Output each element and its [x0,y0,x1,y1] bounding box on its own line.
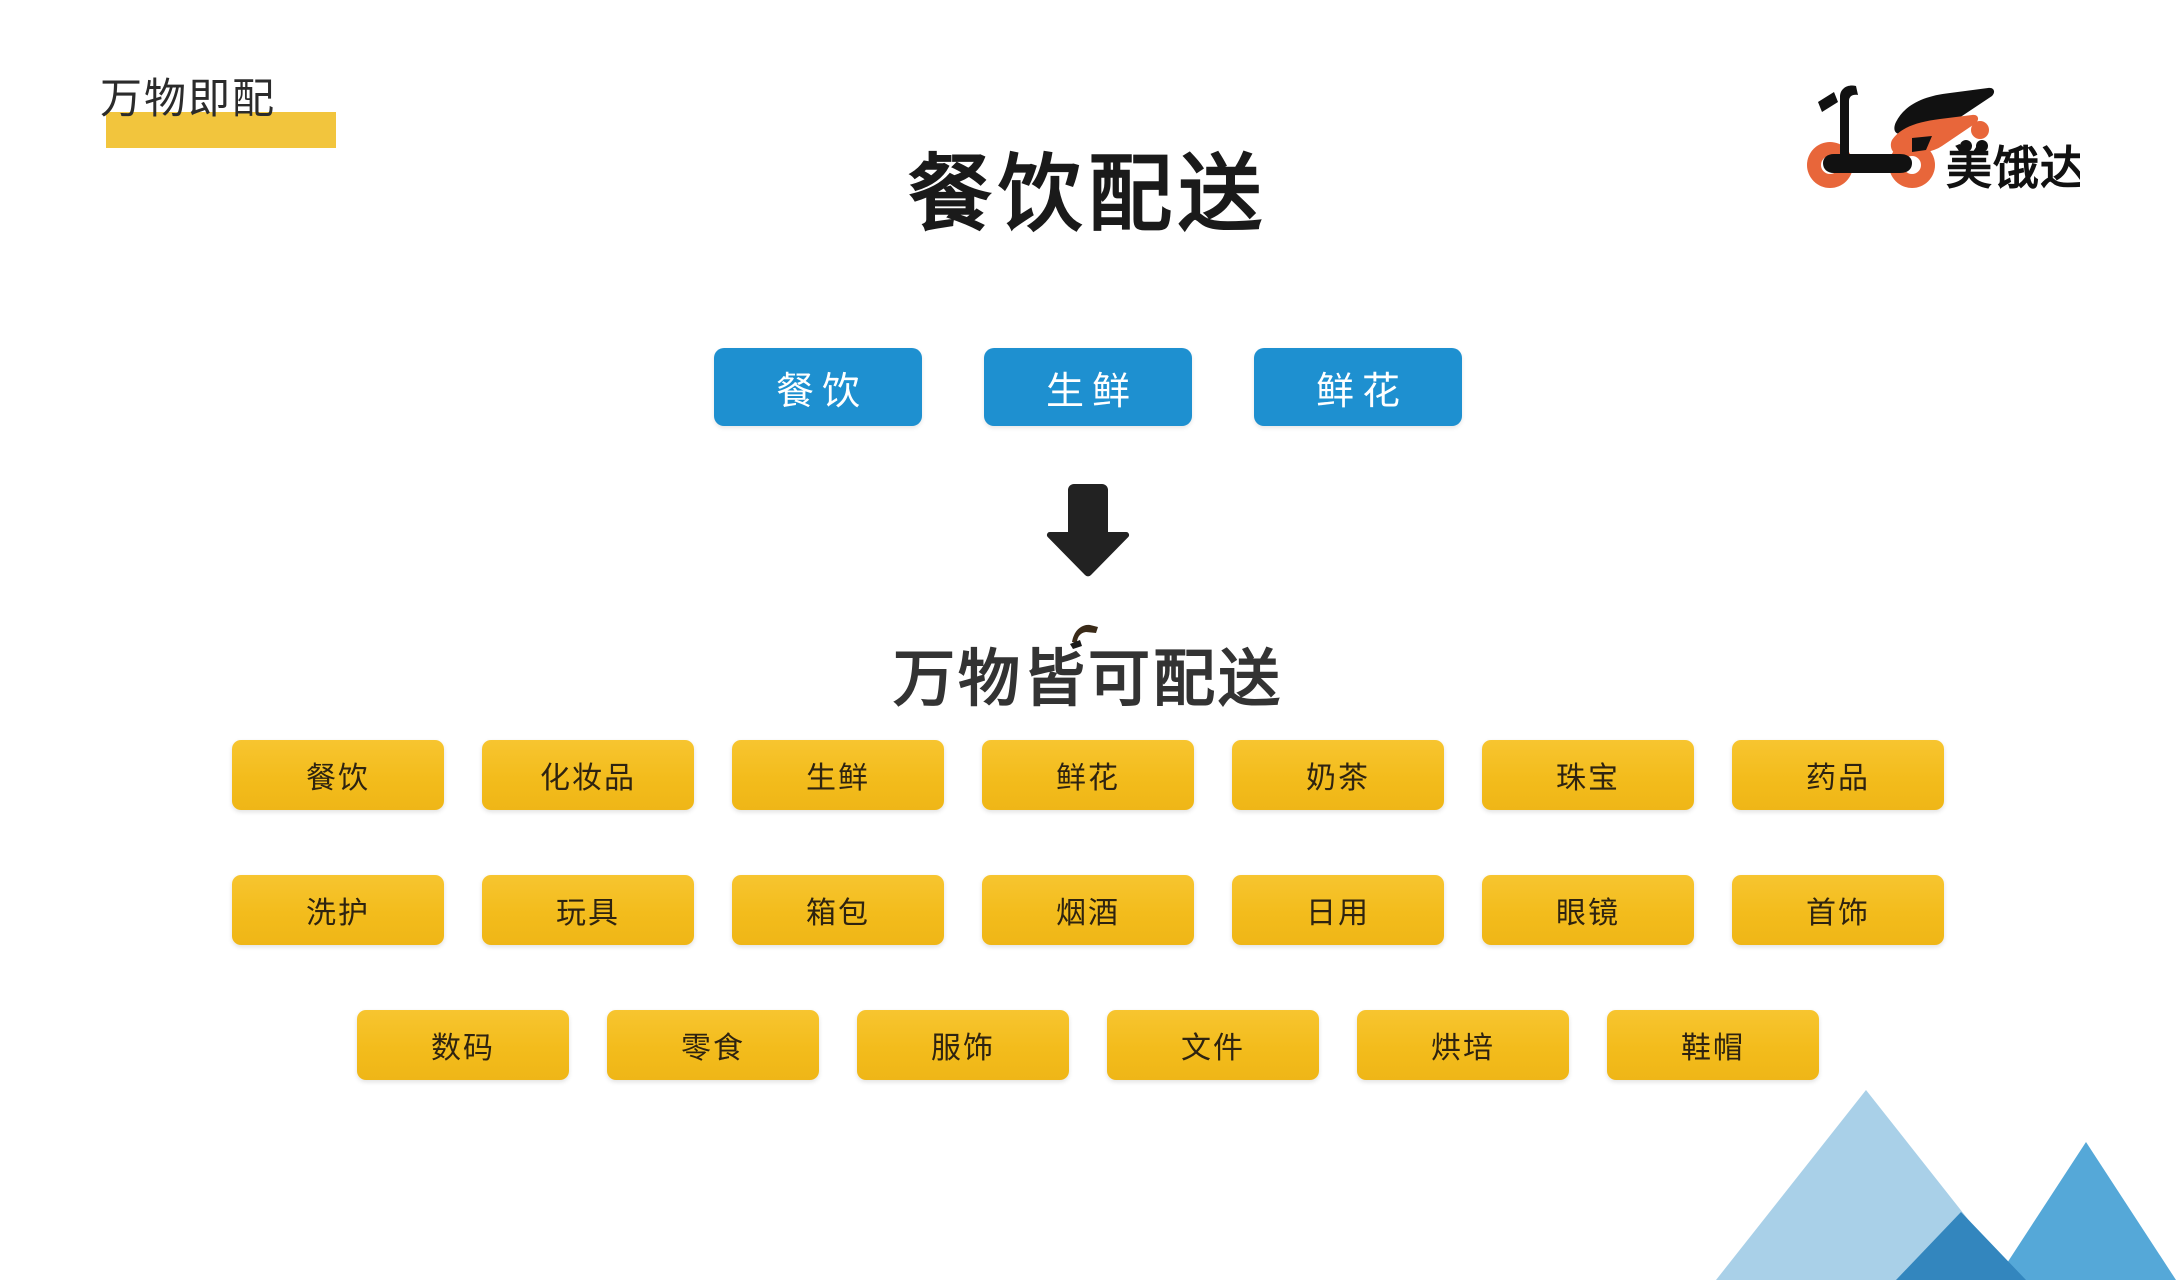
tag-r2-c6[interactable]: 眼镜 [1482,875,1694,945]
chip-primary-2[interactable]: 鲜花 [1254,348,1462,426]
tag-r1-c5[interactable]: 奶茶 [1232,740,1444,810]
tag-row-2: 洗护 玩具 箱包 烟酒 日用 眼镜 首饰 [0,875,2176,945]
tag-r3-c6[interactable]: 鞋帽 [1607,1010,1819,1080]
mountains-icon [1716,1090,2176,1280]
chip-primary-1[interactable]: 生鲜 [984,348,1192,426]
tag-r3-c5[interactable]: 烘培 [1357,1010,1569,1080]
tag-r2-c3[interactable]: 箱包 [732,875,944,945]
tag-r2-c1[interactable]: 洗护 [232,875,444,945]
tag-r3-c2[interactable]: 零食 [607,1010,819,1080]
tag-r3-c3[interactable]: 服饰 [857,1010,1069,1080]
chip-primary-0[interactable]: 餐饮 [714,348,922,426]
brand-logo: 美饿达 [1800,62,2080,192]
kicker-highlight-bar [106,112,336,148]
category-tag-grid: 餐饮 化妆品 生鲜 鲜花 奶茶 珠宝 药品 洗护 玩具 箱包 烟酒 日用 眼镜 … [0,740,2176,1080]
decorative-mountains [1716,1090,2176,1280]
tag-row-1: 餐饮 化妆品 生鲜 鲜花 奶茶 珠宝 药品 [0,740,2176,810]
arrow-down-icon [1046,484,1130,577]
tag-r2-c4[interactable]: 烟酒 [982,875,1194,945]
tag-r1-c6[interactable]: 珠宝 [1482,740,1694,810]
svg-text:美饿达: 美饿达 [1946,142,2080,192]
flow-arrow [0,480,2176,580]
tag-row-3: 数码 零食 服饰 文件 烘培 鞋帽 [0,1010,2176,1080]
tag-r2-c5[interactable]: 日用 [1232,875,1444,945]
tag-r2-c2[interactable]: 玩具 [482,875,694,945]
tag-r1-c7[interactable]: 药品 [1732,740,1944,810]
scooter-icon: 美饿达 [1807,85,2080,192]
tag-r2-c7[interactable]: 首饰 [1732,875,1944,945]
tag-r1-c4[interactable]: 鲜花 [982,740,1194,810]
kicker: 万物即配 [100,75,336,148]
tag-r3-c4[interactable]: 文件 [1107,1010,1319,1080]
tag-r1-c2[interactable]: 化妆品 [482,740,694,810]
primary-chip-row: 餐饮 生鲜 鲜花 [0,348,2176,426]
page-title: 餐饮配送 [907,147,1268,241]
tag-r3-c1[interactable]: 数码 [357,1010,569,1080]
tag-r1-c3[interactable]: 生鲜 [732,740,944,810]
kicker-label: 万物即配 [100,75,277,122]
tag-r1-c1[interactable]: 餐饮 [232,740,444,810]
flow-subtitle: 万物皆可配送 [892,645,1283,714]
